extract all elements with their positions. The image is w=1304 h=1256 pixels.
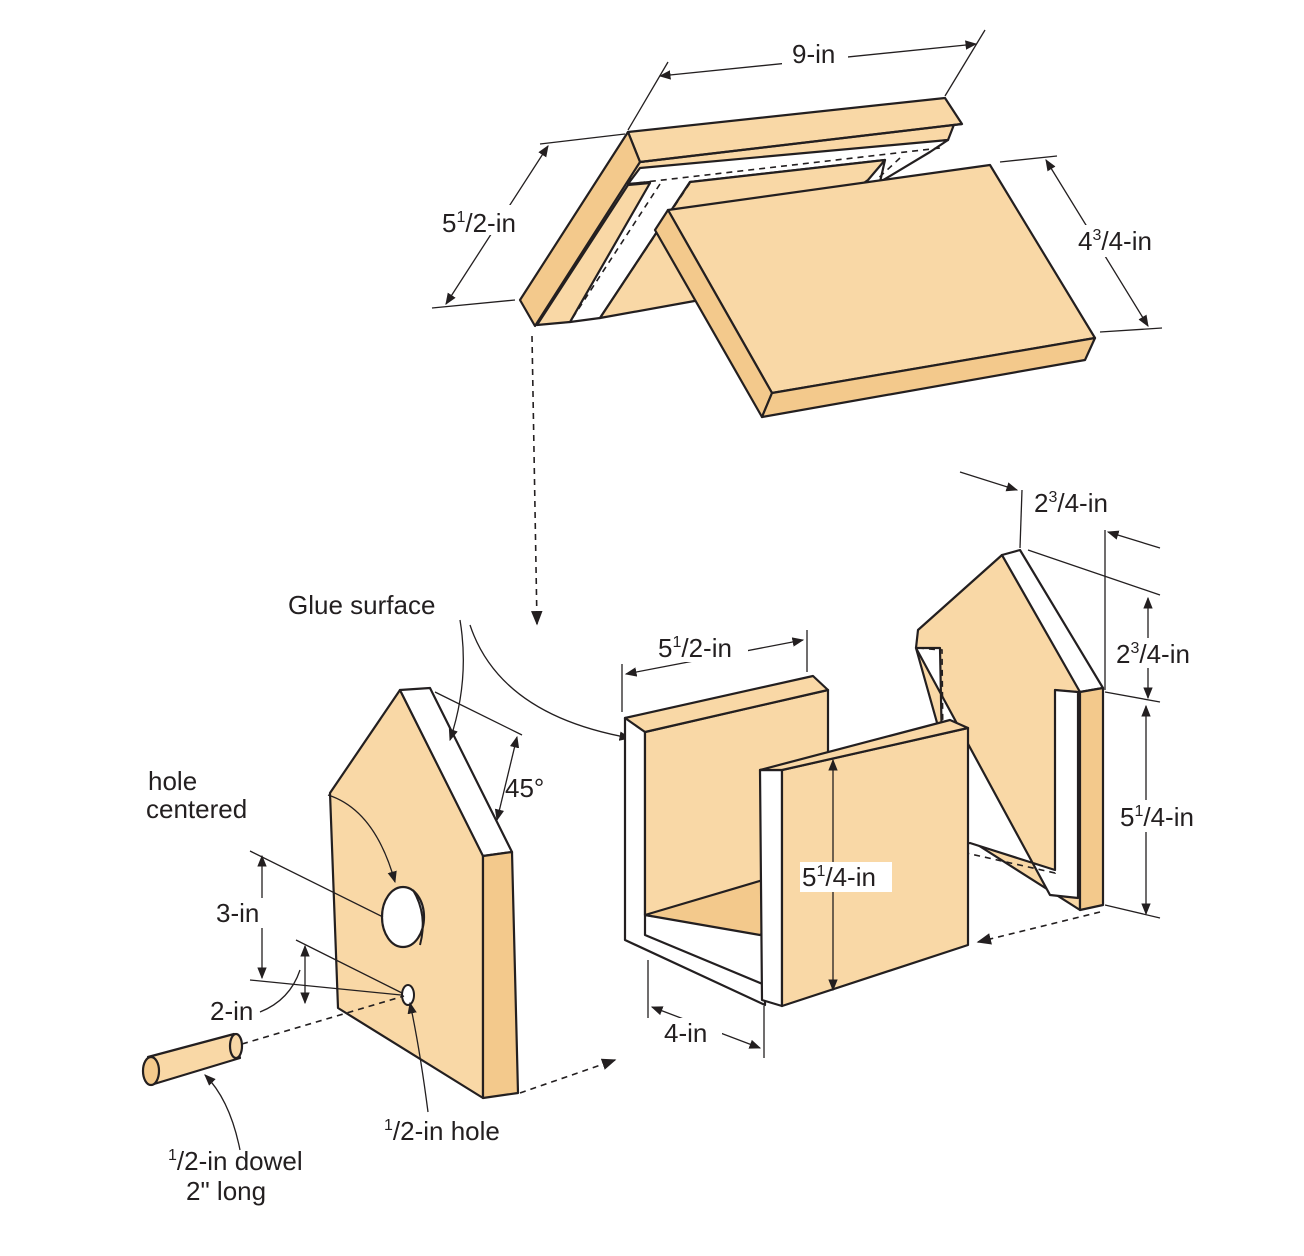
front-placement-guide bbox=[519, 1058, 617, 1094]
roof-left-panel-label: 51/2-in bbox=[442, 208, 516, 238]
back-placement-guide bbox=[976, 911, 1101, 945]
entrance-hole bbox=[380, 885, 426, 949]
roof-width-dimension: 9-in bbox=[627, 29, 986, 131]
floor-width-dimension: 4-in bbox=[647, 960, 765, 1058]
side-height-dimension: 51/4-in bbox=[800, 758, 892, 992]
side-width-label: 51/2-in bbox=[658, 633, 732, 663]
front-panel bbox=[328, 686, 520, 1100]
back-width-label: 23/4-in bbox=[1034, 488, 1108, 518]
roof-assembly: 9-in 51/2-in 43/4-in bbox=[431, 29, 1168, 419]
perch-hole bbox=[401, 984, 415, 1006]
dowel-label-line1: 1/2-in dowel bbox=[168, 1146, 303, 1176]
back-peak-label: 23/4-in bbox=[1116, 639, 1190, 669]
glue-surface-callout: Glue surface bbox=[288, 590, 632, 742]
hole-centered-label-line1: hole bbox=[148, 766, 197, 796]
angle-dimension: 45° bbox=[434, 691, 544, 822]
hole-height-dimensions: 3-in 2-in bbox=[210, 850, 403, 1026]
roof-right-panel-label: 43/4-in bbox=[1078, 226, 1152, 256]
roof-width-label: 9-in bbox=[792, 39, 835, 69]
back-height-dimension: 51/4-in bbox=[1104, 704, 1210, 919]
floor-width-label: 4-in bbox=[664, 1018, 707, 1048]
dowel-label-line2: 2" long bbox=[186, 1176, 266, 1206]
back-width-dimension: 23/4-in bbox=[959, 471, 1161, 690]
roof-left-dimension: 51/2-in bbox=[431, 133, 626, 309]
side-width-dimension: 51/2-in bbox=[621, 630, 808, 712]
perch-height-label: 2-in bbox=[210, 996, 253, 1026]
body-assembly: 51/2-in 51/4-in 4-in 23/4-in bbox=[621, 471, 1210, 1058]
roof-placement-guide bbox=[531, 335, 543, 626]
hole-height-label: 3-in bbox=[216, 898, 259, 928]
perch-hole-label: 1/2-in hole bbox=[384, 1116, 500, 1146]
back-height-label: 51/4-in bbox=[1120, 802, 1194, 832]
hole-centered-callout: hole centered bbox=[146, 766, 397, 884]
roof-right-dimension: 43/4-in bbox=[999, 155, 1168, 333]
side-height-label: 51/4-in bbox=[802, 862, 876, 892]
angle-label: 45° bbox=[505, 773, 544, 803]
glue-surface-label: Glue surface bbox=[288, 590, 435, 620]
perch-hole-callout: 1/2-in hole bbox=[384, 1001, 500, 1146]
hole-centered-label-line2: centered bbox=[146, 794, 247, 824]
roof-right-panel bbox=[653, 163, 1097, 419]
back-peak-dimension: 23/4-in bbox=[1027, 549, 1206, 703]
dowel: 1/2-in dowel 2" long bbox=[141, 995, 405, 1206]
